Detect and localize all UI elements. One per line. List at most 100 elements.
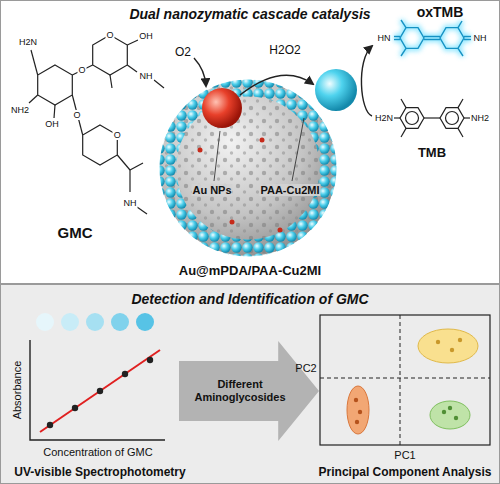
reactant-label: O2 (175, 45, 191, 59)
nanozyme-sphere (292, 118, 304, 181)
reaction-arrows (361, 46, 372, 116)
pca-plot (320, 315, 490, 445)
calibration-chart (122, 371, 128, 377)
atom-label: OH (44, 119, 60, 129)
nanozyme-sphere (214, 131, 220, 181)
axis-label: PC2 (295, 362, 316, 374)
nanozyme-sphere (160, 80, 336, 256)
gmc-molecule (72, 95, 82, 135)
nanozyme-sphere (198, 148, 203, 153)
pca-plot (418, 329, 478, 363)
nanozyme-sphere (168, 88, 328, 248)
nanozyme-sphere (160, 80, 336, 256)
gmc-molecule (137, 207, 147, 214)
oxtmb-molecule (394, 20, 471, 56)
tmb-molecule (440, 108, 464, 129)
axis-label: Absorbance (11, 361, 23, 420)
atom-label: O (77, 65, 86, 75)
tmb-molecule (446, 112, 459, 125)
gmc-molecule (110, 75, 112, 88)
calibration-chart (40, 350, 160, 432)
axis-label: PC1 (394, 449, 415, 461)
nanozyme-sphere (160, 80, 336, 256)
gmc-molecule (93, 35, 128, 75)
atom-label: O (72, 110, 81, 120)
atom-label: O (113, 130, 122, 140)
axis-label: Concentration of GMC (43, 446, 152, 458)
tmb-molecule (458, 128, 463, 137)
arrow-body (179, 341, 319, 441)
atom-label: OH (138, 31, 154, 41)
material-name: Au@mPDA/PAA-Cu2MI (179, 263, 321, 278)
intermediate-label: H2O2 (269, 43, 300, 57)
pca-plot (450, 348, 454, 352)
oxtmb-molecule (394, 20, 471, 56)
block-arrow: Different Aminoglycosides (179, 341, 319, 441)
reaction-arrows (240, 75, 313, 95)
pca-plot (430, 401, 470, 429)
pca-plot (448, 406, 452, 410)
reaction-arrows (194, 58, 206, 86)
calibration-chart (147, 357, 153, 363)
atom-label: NH (139, 71, 154, 81)
tmb-molecule (464, 117, 470, 118)
pca-plot (454, 416, 458, 420)
molecule-name: GMC (58, 224, 93, 241)
gmc-molecule (130, 163, 143, 170)
gmc-molecule (31, 50, 38, 75)
nanozyme-sphere (230, 220, 235, 225)
atom-label: O (105, 30, 114, 40)
color-series (61, 313, 79, 331)
atom-label: H2N (375, 113, 393, 123)
calibration-chart (72, 405, 78, 411)
gmc-molecule (72, 65, 92, 75)
peroxidase-sphere (315, 69, 357, 111)
tmb-molecule (406, 112, 419, 125)
pca-plot (442, 410, 446, 414)
tmb-molecule (401, 99, 406, 108)
gmc-molecule (127, 40, 138, 45)
product-label: oxTMB (417, 4, 464, 20)
atom-label: HN (378, 33, 391, 43)
substrate-label: TMB (418, 145, 446, 160)
pca-plot (400, 315, 401, 445)
nanozyme-sphere (202, 88, 242, 128)
atom-label: NH2 (471, 113, 489, 123)
tmb-molecule (400, 108, 424, 129)
nanozyme-sphere (278, 228, 283, 233)
pca-plot (354, 398, 358, 402)
arrow-label: Different Aminoglycosides (190, 378, 290, 404)
nanozyme-sphere (260, 138, 265, 143)
gmc-molecule (117, 155, 130, 170)
gmc-molecule (38, 65, 73, 105)
part-label: Au NPs (191, 184, 232, 196)
calibration-chart (47, 422, 53, 428)
tmb-molecule (424, 117, 440, 118)
method-label: Principal Component Analysis (319, 465, 492, 479)
pca-plot (355, 420, 359, 424)
atom-label: H2N (18, 37, 38, 47)
gmc-molecule (29, 35, 164, 214)
top-panel: Dual nanozymatic cascade catalysis (0, 0, 500, 284)
method-label: UV-visible Spectrophotometry (14, 465, 185, 479)
part-label: PAA-Cu2MI (259, 184, 320, 196)
atom-label: NH (474, 33, 487, 43)
atom-label: NH (123, 198, 138, 208)
calibration-chart (30, 340, 165, 440)
calibration-chart (97, 388, 103, 394)
color-series (111, 313, 129, 331)
tmb-molecule (394, 99, 470, 137)
pca-plot (347, 386, 369, 434)
gmc-molecule (54, 105, 55, 118)
pca-plot (458, 338, 462, 342)
calibration-chart (30, 340, 165, 440)
pca-plot (320, 378, 490, 379)
color-series (36, 313, 154, 331)
gmc-molecule (129, 170, 130, 192)
gmc-molecule (154, 80, 164, 88)
panel-heading: Detection and Identification of GMC (1, 291, 499, 308)
tmb-molecule (394, 117, 400, 118)
atom-label: NH2 (10, 105, 30, 115)
gmc-molecule (29, 95, 38, 103)
